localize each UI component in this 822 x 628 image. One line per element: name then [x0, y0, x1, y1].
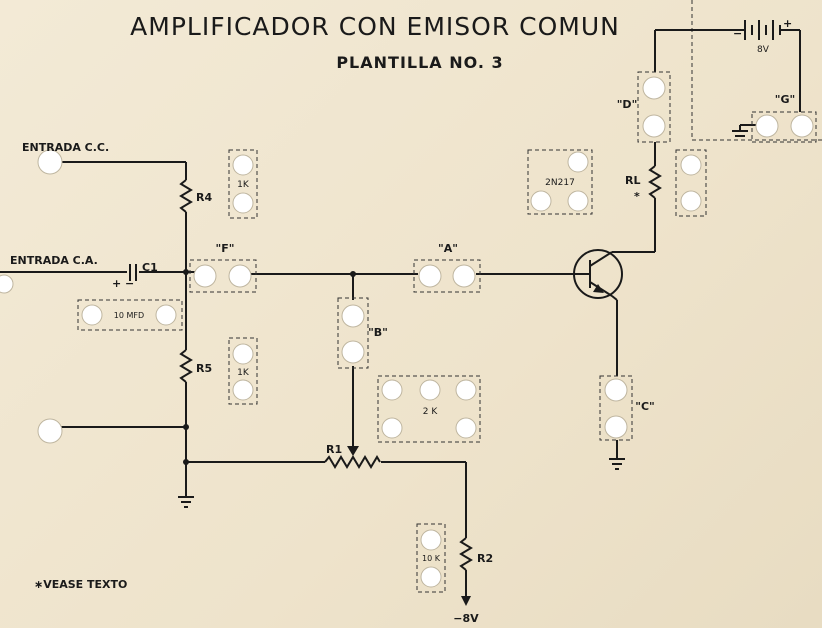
r4-mount-outline: [228, 149, 258, 219]
point-b-label: "B": [368, 326, 388, 339]
resistor-r2: [459, 537, 473, 571]
mount-hole[interactable]: [155, 304, 177, 326]
point-d-hole[interactable]: [642, 114, 666, 138]
r1-wiper-arrow: [347, 446, 359, 456]
mount-hole[interactable]: [381, 417, 403, 439]
point-a-hole[interactable]: [452, 264, 476, 288]
battery-region-outline: [691, 0, 822, 141]
point-g-label: "G": [775, 93, 796, 106]
lower-input-jack[interactable]: [37, 418, 63, 444]
wire: [611, 295, 618, 301]
neg-supply-label: −8V: [453, 612, 479, 625]
resistor-r4: [179, 179, 193, 213]
mount-hole[interactable]: [232, 154, 254, 176]
mount-hole[interactable]: [420, 529, 442, 551]
point-a-hole[interactable]: [418, 264, 442, 288]
c1-value: 10 MFD: [114, 311, 144, 320]
point-c-hole[interactable]: [604, 378, 628, 402]
r4-label: R4: [196, 191, 212, 204]
rl-label: RL: [625, 174, 640, 187]
point-d-label: "D": [617, 98, 638, 111]
r4-value: 1K: [237, 180, 250, 190]
mount-hole[interactable]: [232, 343, 254, 365]
point-g-hole[interactable]: [790, 114, 814, 138]
junction-dot: [183, 424, 189, 430]
socket-hole[interactable]: [530, 190, 552, 212]
battery-symbol: [744, 20, 781, 40]
rl-asterisk: *: [634, 190, 640, 203]
battery-voltage: 8V: [757, 45, 770, 55]
point-f-label: "F": [216, 242, 235, 255]
point-g-hole[interactable]: [755, 114, 779, 138]
resistor-r5: [179, 349, 193, 383]
ac-input-jack[interactable]: [0, 274, 14, 294]
mount-hole[interactable]: [680, 190, 702, 212]
mount-hole[interactable]: [420, 566, 442, 588]
point-c-outline: [599, 375, 633, 441]
neg-supply-arrow: [461, 596, 471, 606]
r1-value: 2 K: [423, 407, 439, 417]
mount-hole[interactable]: [232, 379, 254, 401]
transistor-symbol: [573, 249, 623, 299]
c1-label: C1: [142, 261, 158, 274]
page-title: AMPLIFICADOR CON EMISOR COMUN: [130, 12, 620, 41]
r1-mount-outline: [377, 375, 481, 443]
point-d-outline: [637, 71, 671, 143]
point-d-hole[interactable]: [642, 76, 666, 100]
r5-mount-outline: [228, 337, 258, 405]
dc-input-label: ENTRADA C.C.: [22, 141, 109, 154]
transistor-label: 2N217: [545, 178, 575, 188]
dc-input-jack[interactable]: [37, 149, 63, 175]
resistor-rl: [648, 165, 662, 199]
r5-value: 1K: [237, 368, 250, 378]
transistor-socket-outline: [527, 149, 593, 215]
rl-mount-outline: [675, 149, 707, 217]
socket-hole[interactable]: [567, 151, 589, 173]
mount-hole[interactable]: [381, 379, 403, 401]
r2-mount-outline: [416, 523, 446, 593]
c1-polarity: + −: [112, 277, 134, 290]
point-c-hole[interactable]: [604, 415, 628, 439]
point-g-outline: [751, 111, 817, 143]
battery-plus: +: [783, 17, 792, 30]
socket-hole[interactable]: [567, 190, 589, 212]
mount-hole[interactable]: [232, 192, 254, 214]
point-f-hole[interactable]: [228, 264, 252, 288]
ac-input-label: ENTRADA C.A.: [10, 254, 98, 267]
page-subtitle: PLANTILLA NO. 3: [336, 53, 503, 72]
r1-label: R1: [326, 443, 342, 456]
potentiometer-r1: [324, 455, 381, 469]
point-f-hole[interactable]: [193, 264, 217, 288]
mount-hole[interactable]: [680, 154, 702, 176]
point-c-label: "C": [635, 400, 655, 413]
footnote: ∗VEASE TEXTO: [34, 578, 127, 591]
r2-label: R2: [477, 552, 493, 565]
mount-hole[interactable]: [455, 417, 477, 439]
r5-label: R5: [196, 362, 212, 375]
r2-value: 10 K: [422, 554, 441, 563]
ground-symbol-emitter: [609, 458, 625, 470]
battery-minus: −: [733, 27, 742, 40]
junction-dot: [350, 271, 356, 277]
ground-symbol-left: [178, 490, 194, 508]
junction-dot: [183, 269, 189, 275]
point-a-label: "A": [438, 242, 458, 255]
c1-mount-outline: [77, 299, 183, 331]
junction-dot: [183, 459, 189, 465]
point-b-hole[interactable]: [341, 340, 365, 364]
point-b-outline: [337, 297, 369, 369]
mount-hole[interactable]: [419, 379, 441, 401]
mount-hole[interactable]: [455, 379, 477, 401]
point-b-hole[interactable]: [341, 304, 365, 328]
mount-hole[interactable]: [81, 304, 103, 326]
